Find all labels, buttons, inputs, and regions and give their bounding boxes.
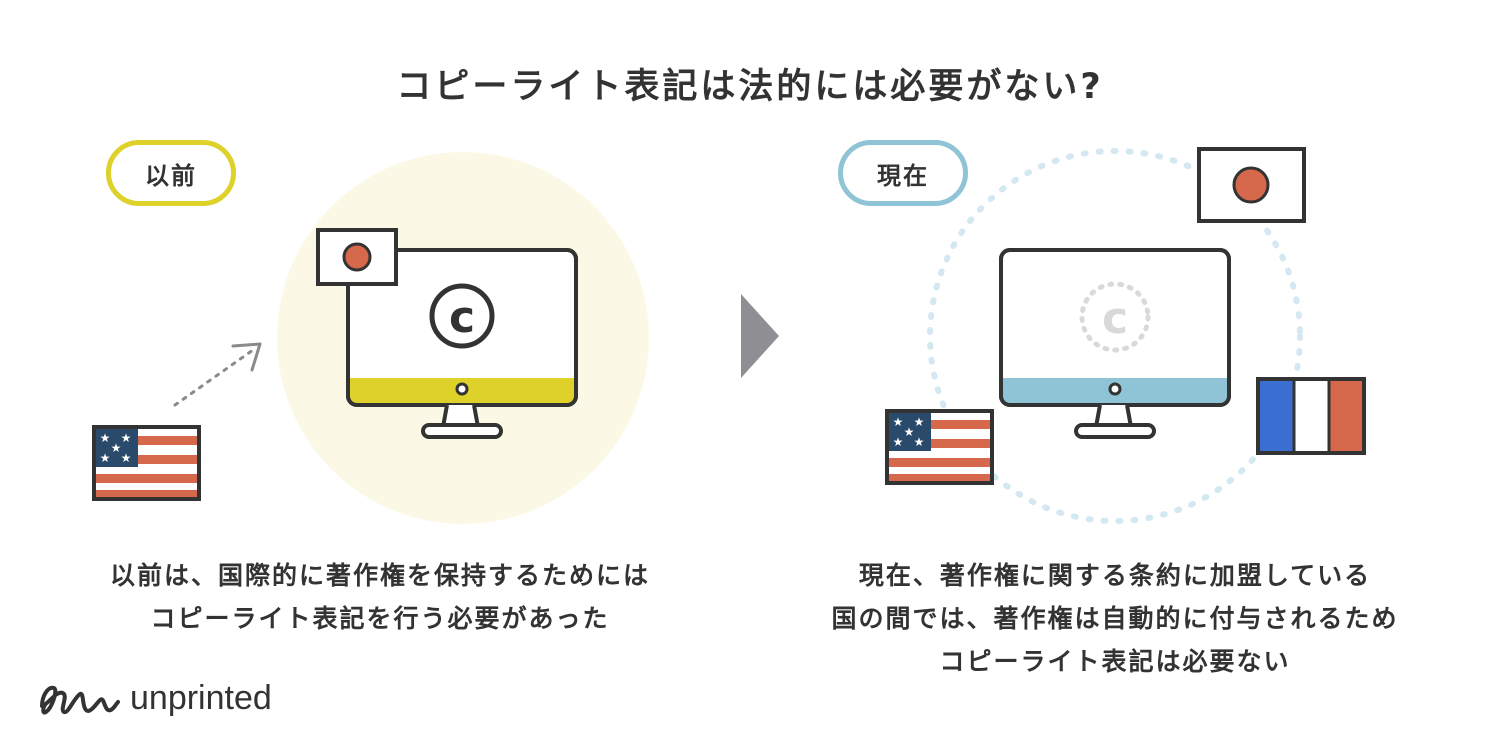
now-caption-line: 現在、著作権に関する条約に加盟している xyxy=(858,561,1372,590)
copyright-icon: c xyxy=(429,283,495,349)
faded-copyright-icon: c xyxy=(1079,281,1151,353)
before-caption-line: コピーライト表記を行う必要があった xyxy=(150,604,610,633)
japan-flag-icon xyxy=(316,228,398,286)
usa-flag-icon: ★★ ★ ★★ xyxy=(885,409,994,485)
before-label: 以前 xyxy=(106,140,236,206)
logo-mark-icon xyxy=(40,685,120,715)
svg-text:c: c xyxy=(449,292,475,343)
svg-text:★: ★ xyxy=(904,425,915,439)
svg-text:★: ★ xyxy=(914,435,925,449)
now-caption-line: コピーライト表記は必要ない xyxy=(939,647,1291,676)
before-monitor-icon xyxy=(346,248,578,439)
now-dotted-circle xyxy=(927,148,1303,524)
svg-text:c: c xyxy=(1102,293,1128,344)
japan-flag-icon xyxy=(1197,147,1306,223)
usa-flag-icon: ★★ ★ ★★ xyxy=(92,425,201,501)
now-caption: 現在、著作権に関する条約に加盟している 国の間では、著作権は自動的に付与されるた… xyxy=(780,554,1450,683)
dotted-arrow-icon xyxy=(173,342,262,407)
next-arrow-icon xyxy=(741,294,779,378)
logo-text: unprinted xyxy=(130,678,272,717)
svg-text:★: ★ xyxy=(121,431,132,445)
now-monitor-icon xyxy=(999,248,1231,439)
brand-logo: unprinted xyxy=(38,668,272,728)
now-label: 現在 xyxy=(838,140,968,206)
svg-text:★: ★ xyxy=(121,451,132,465)
now-caption-line: 国の間では、著作権は自動的に付与されるため xyxy=(831,604,1399,633)
before-caption-line: 以前は、国際的に著作権を保持するためには xyxy=(109,561,650,590)
svg-text:★: ★ xyxy=(100,451,111,465)
svg-text:★: ★ xyxy=(914,415,925,429)
svg-text:★: ★ xyxy=(111,441,122,455)
before-caption: 以前は、国際的に著作権を保持するためには コピーライト表記を行う必要があった xyxy=(50,554,710,640)
svg-text:★: ★ xyxy=(100,431,111,445)
svg-text:★: ★ xyxy=(893,435,904,449)
svg-text:★: ★ xyxy=(893,415,904,429)
page-title: コピーライト表記は法的には必要がない? xyxy=(396,67,1104,107)
france-flag-icon xyxy=(1256,377,1366,455)
